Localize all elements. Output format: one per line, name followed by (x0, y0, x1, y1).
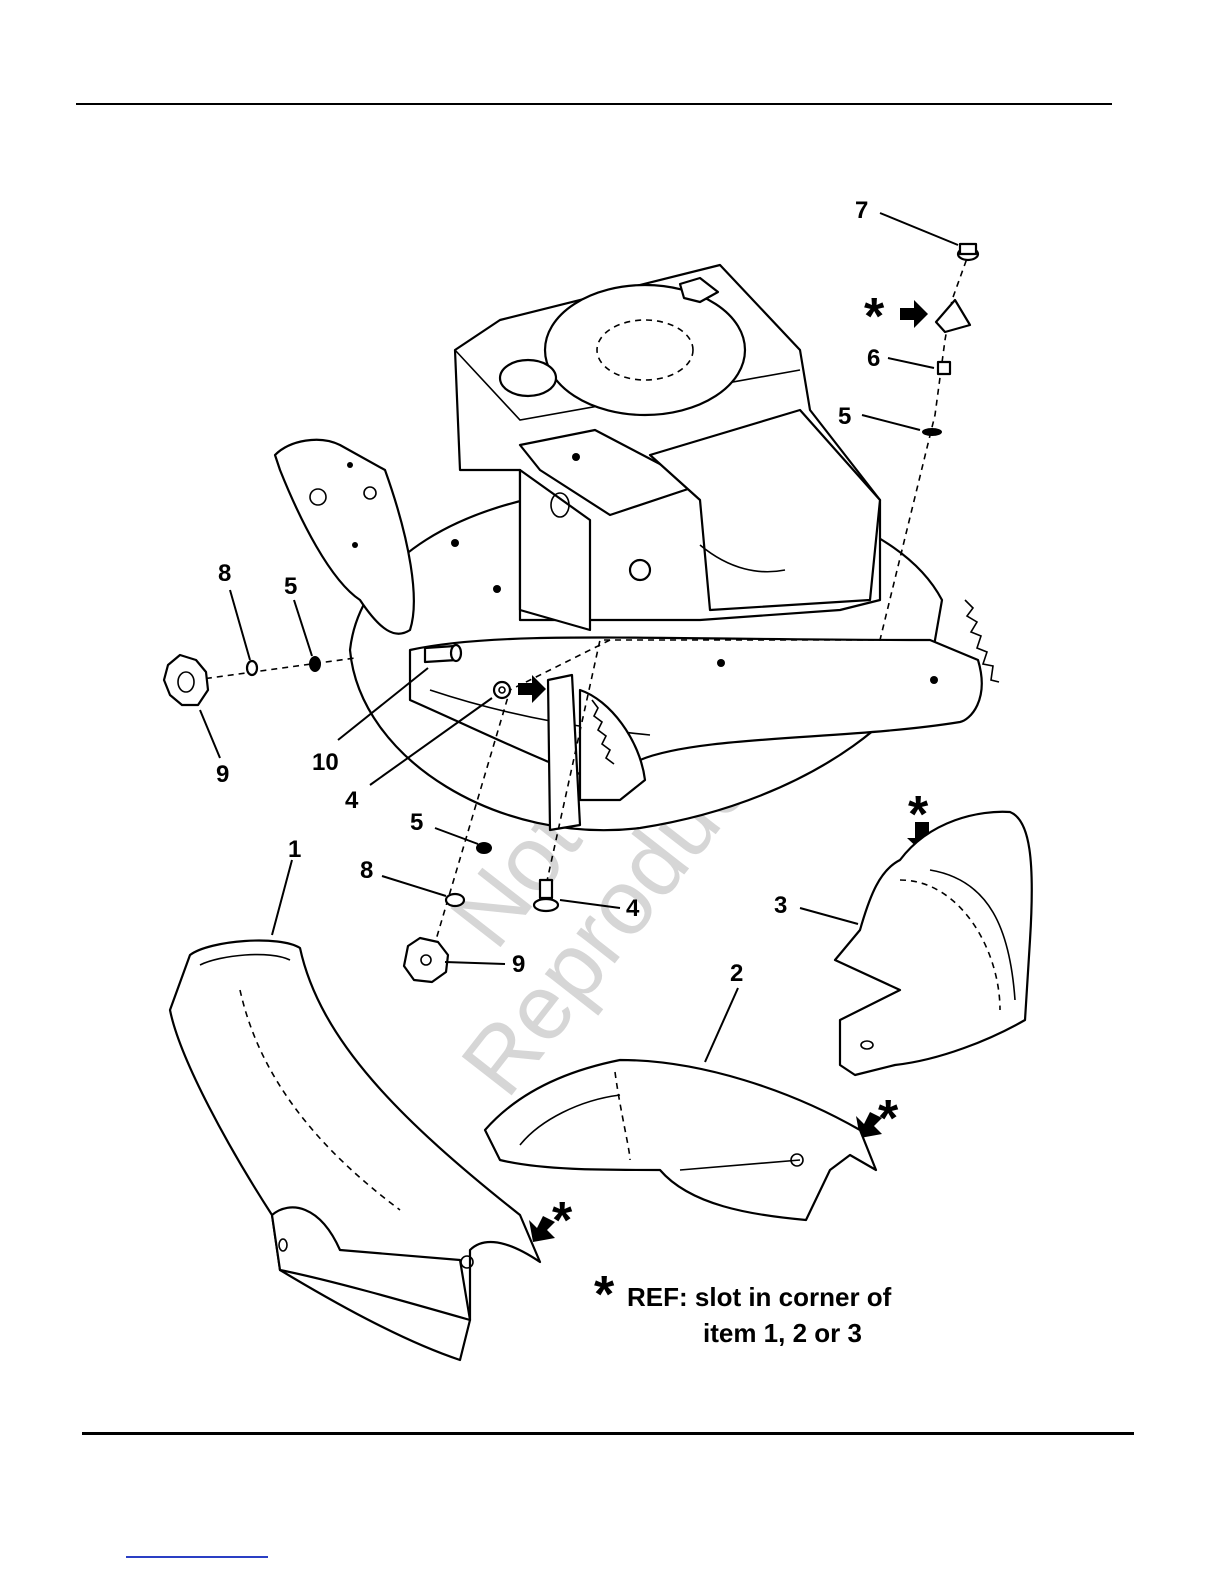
asterisk-top: * (864, 288, 885, 346)
label-1: 1 (288, 836, 301, 863)
part-3-shield (835, 812, 1032, 1075)
asterisk-part-1: * (552, 1192, 573, 1250)
asterisk-part-3: * (908, 786, 929, 844)
note-line-2: item 1, 2 or 3 (703, 1318, 862, 1348)
label-3: 3 (774, 892, 787, 919)
label-9-left: 9 (216, 761, 229, 788)
asterisk-note: * (594, 1266, 615, 1324)
label-8-lower: 8 (360, 857, 373, 884)
label-5-top: 5 (838, 403, 851, 430)
label-8-left: 8 (218, 560, 231, 587)
label-9-lower: 9 (512, 951, 525, 978)
reference-note: REF: slot in corner of item 1, 2 or 3 (627, 1282, 892, 1348)
note-line-1: REF: slot in corner of (627, 1282, 892, 1312)
label-7: 7 (855, 197, 868, 224)
part-9-knob-left (164, 655, 208, 705)
label-4-lower: 4 (626, 895, 640, 922)
asterisk-part-2: * (878, 1090, 899, 1148)
label-5-left: 5 (284, 573, 297, 600)
label-2: 2 (730, 960, 743, 987)
label-4-upper: 4 (345, 787, 359, 814)
label-10: 10 (312, 749, 339, 776)
label-6: 6 (867, 345, 880, 372)
part-7-screw (958, 244, 978, 260)
label-5-lower: 5 (410, 809, 423, 836)
